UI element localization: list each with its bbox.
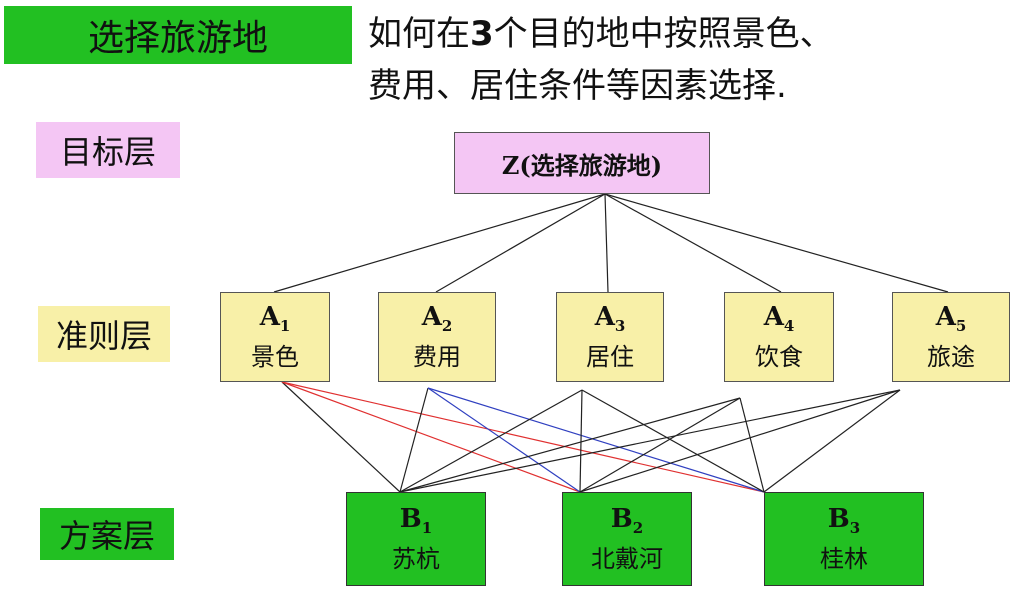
criterion-to-alternative-line bbox=[427, 387, 581, 493]
criterion-to-alternative-line bbox=[579, 389, 583, 493]
alternative-node-b2: B2 北戴河 bbox=[562, 492, 692, 586]
criterion-name: 饮食 bbox=[755, 342, 803, 371]
criteria-layer-label: 准则层 bbox=[38, 306, 170, 362]
plan-layer-label: 方案层 bbox=[40, 508, 174, 560]
goal-to-criterion-line bbox=[435, 193, 606, 293]
criterion-subscript: 3 bbox=[614, 317, 626, 336]
goal-to-criterion-line bbox=[273, 193, 606, 293]
desc-number: 3 bbox=[470, 14, 494, 54]
alternative-symbol: B bbox=[610, 504, 633, 535]
criterion-to-alternative-line bbox=[281, 381, 401, 493]
description-line-1: 如何在3个目的地中按照景色、 bbox=[368, 8, 1008, 60]
criterion-symbol: A bbox=[421, 302, 442, 333]
description: 如何在3个目的地中按照景色、 费用、居住条件等因素选择. bbox=[368, 8, 1008, 112]
criterion-name: 景色 bbox=[251, 342, 299, 371]
criterion-to-alternative-line bbox=[581, 389, 765, 493]
criterion-to-alternative-line bbox=[399, 397, 741, 493]
criterion-subscript: 1 bbox=[279, 317, 291, 336]
goal-to-criterion-line bbox=[604, 193, 782, 293]
criterion-name: 旅途 bbox=[927, 342, 975, 371]
alternative-node-b3: B3 桂林 bbox=[764, 492, 924, 586]
alternative-subscript: 2 bbox=[632, 519, 644, 538]
criterion-to-alternative-line bbox=[399, 389, 583, 493]
criterion-node-a3: A3 居住 bbox=[556, 292, 664, 382]
criterion-to-alternative-line bbox=[579, 389, 901, 493]
alternative-symbol: B bbox=[399, 504, 422, 535]
criterion-to-alternative-line bbox=[281, 381, 581, 493]
criterion-symbol: A bbox=[594, 302, 615, 333]
criterion-symbol: A bbox=[763, 302, 784, 333]
criterion-to-alternative-line bbox=[399, 389, 901, 493]
goal-to-criterion-line bbox=[604, 193, 609, 293]
goal-node-text: Z(选择旅游地) bbox=[501, 150, 663, 180]
goal-layer-label: 目标层 bbox=[36, 122, 180, 178]
criterion-name: 居住 bbox=[586, 342, 634, 371]
criterion-symbol: A bbox=[935, 302, 956, 333]
criterion-node-a5: A5 旅途 bbox=[892, 292, 1010, 382]
alternative-node-b1: B1 苏杭 bbox=[346, 492, 486, 586]
title-text: 选择旅游地 bbox=[87, 18, 268, 59]
criterion-to-alternative-line bbox=[399, 387, 429, 493]
alternative-name: 苏杭 bbox=[392, 544, 440, 573]
alternative-name: 北戴河 bbox=[591, 544, 663, 573]
criterion-node-a4: A4 饮食 bbox=[724, 292, 834, 382]
criterion-node-a2: A2 费用 bbox=[378, 292, 496, 382]
alternative-name: 桂林 bbox=[820, 544, 868, 573]
criterion-subscript: 4 bbox=[783, 317, 795, 336]
criterion-to-alternative-line bbox=[579, 397, 741, 493]
criterion-node-a1: A1 景色 bbox=[220, 292, 330, 382]
criterion-to-alternative-line bbox=[427, 387, 765, 493]
desc-pre: 如何在 bbox=[368, 14, 470, 54]
criterion-symbol: A bbox=[259, 302, 280, 333]
criterion-to-alternative-line bbox=[281, 381, 765, 493]
criterion-subscript: 2 bbox=[441, 317, 453, 336]
criterion-name: 费用 bbox=[413, 342, 461, 371]
goal-to-criterion-line bbox=[604, 193, 949, 293]
desc-line1-post: 个目的地中按照景色、 bbox=[493, 14, 834, 54]
criterion-to-alternative-line bbox=[763, 389, 901, 493]
description-line-2: 费用、居住条件等因素选择. bbox=[368, 66, 787, 106]
criterion-subscript: 5 bbox=[955, 317, 967, 336]
criterion-to-alternative-line bbox=[739, 397, 765, 493]
goal-node: Z(选择旅游地) bbox=[454, 132, 710, 194]
alternative-subscript: 3 bbox=[849, 519, 861, 538]
alternative-subscript: 1 bbox=[421, 519, 433, 538]
alternative-symbol: B bbox=[827, 504, 850, 535]
title-box: 选择旅游地 bbox=[4, 6, 352, 64]
